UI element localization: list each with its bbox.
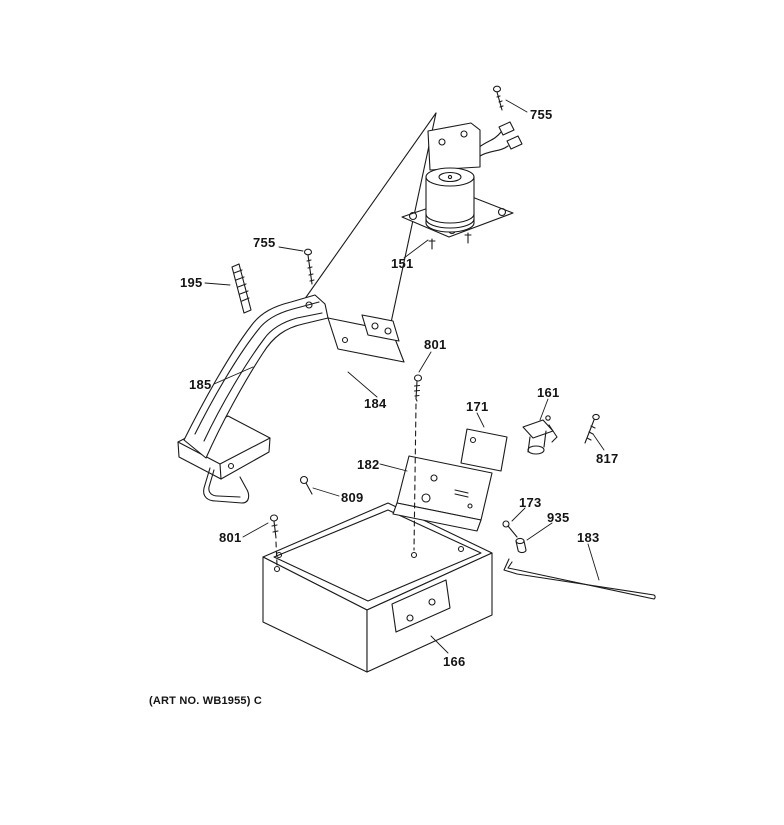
part-label-801-top: 801 — [424, 337, 447, 352]
bracket-182-drawing — [392, 455, 493, 532]
part-label-755-left: 755 — [253, 235, 276, 250]
screw-817-drawing — [584, 413, 600, 444]
part-label-184: 184 — [364, 396, 387, 411]
screw-801-top-drawing — [413, 374, 423, 402]
screw-173-drawing — [502, 520, 518, 538]
centerline-801-top — [413, 403, 417, 551]
bracket-arm-drawing — [183, 294, 329, 459]
part-label-185: 185 — [189, 377, 212, 392]
part-label-183: 183 — [577, 530, 600, 545]
plate-171-drawing — [460, 428, 508, 472]
part-label-182: 182 — [357, 457, 380, 472]
screw-801-bottom-drawing — [269, 514, 279, 539]
mounting-plate-drawing — [327, 314, 405, 363]
leader-lines — [204, 99, 605, 654]
rod-195-drawing — [231, 263, 252, 314]
part-label-161: 161 — [537, 385, 560, 400]
part-label-166: 166 — [443, 654, 466, 669]
drip-pan-drawing — [262, 502, 493, 673]
motor-drawing — [401, 121, 523, 250]
spacer-935-drawing — [515, 537, 527, 554]
part-label-935: 935 — [547, 510, 570, 525]
part-label-195: 195 — [180, 275, 203, 290]
screw-809-drawing — [299, 475, 313, 495]
rod-183-drawing — [503, 558, 656, 600]
projection-lines — [296, 112, 437, 333]
part-label-173: 173 — [519, 495, 542, 510]
screw-755-left-drawing — [303, 248, 315, 285]
part-label-755-top: 755 — [530, 107, 553, 122]
part-label-809: 809 — [341, 490, 364, 505]
part-label-817: 817 — [596, 451, 619, 466]
art-number: (ART NO. WB1955) C — [149, 695, 262, 707]
component-161-drawing — [522, 415, 558, 455]
centerline-801-bottom — [275, 541, 278, 566]
part-label-171: 171 — [466, 399, 489, 414]
part-label-151: 151 — [391, 256, 414, 271]
screw-755-top-drawing — [492, 85, 504, 111]
part-label-801-bottom: 801 — [219, 530, 242, 545]
